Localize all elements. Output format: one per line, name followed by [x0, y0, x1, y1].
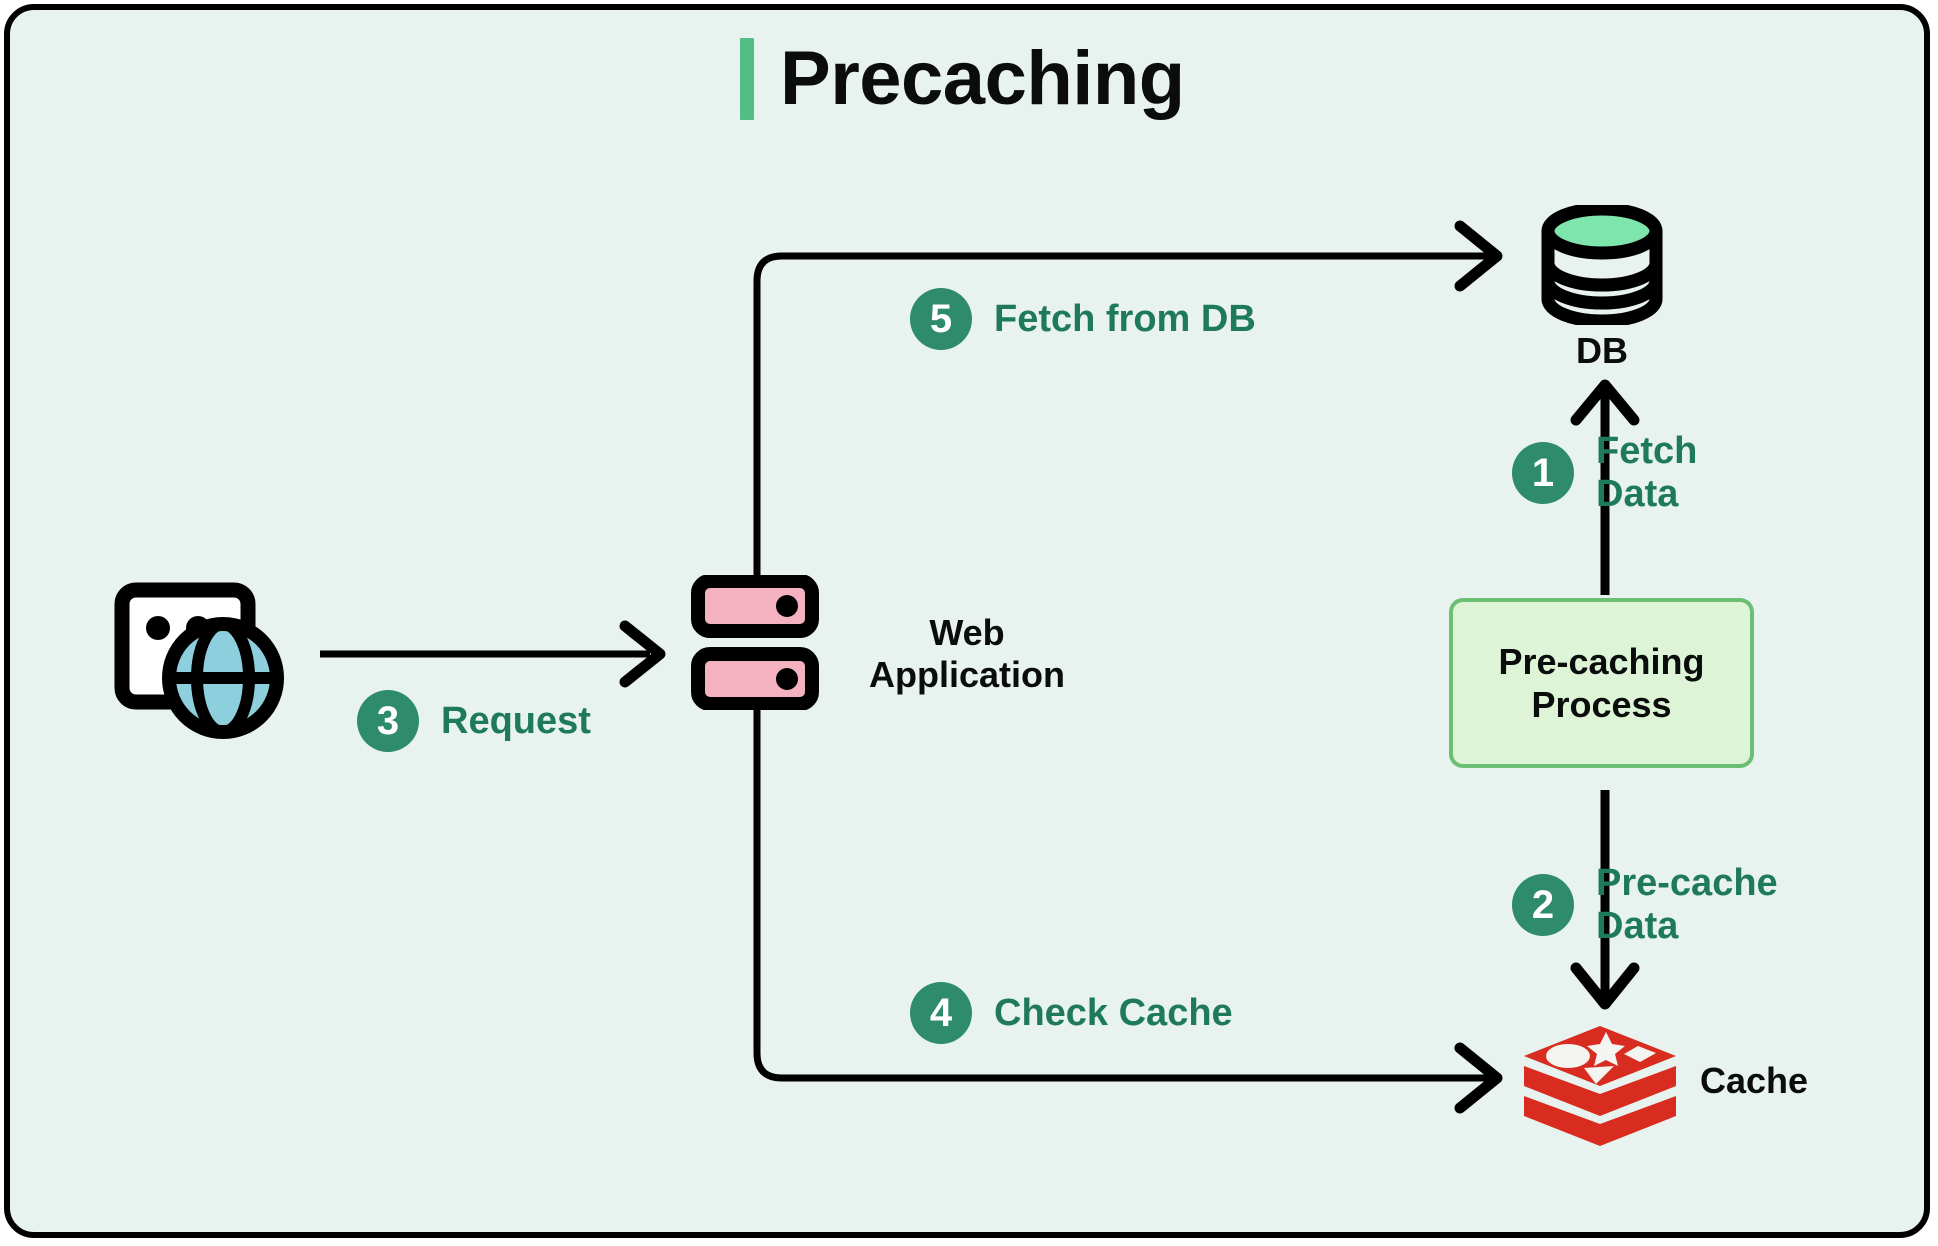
step-3-label: Request: [441, 699, 591, 742]
step-1-fetch-data: 1 Fetch Data: [1512, 430, 1697, 515]
step-2-badge: 2: [1512, 873, 1574, 936]
step-5-label: Fetch from DB: [994, 297, 1256, 340]
page-title: Precaching: [740, 38, 1185, 120]
pre-caching-process-label: Pre-caching Process: [1498, 640, 1705, 725]
step-4-label: Check Cache: [994, 991, 1233, 1034]
title-text: Precaching: [780, 36, 1185, 121]
step-3-badge: 3: [357, 690, 419, 752]
redis-cache-icon: [1520, 1020, 1680, 1148]
step-2-pre-cache-data: 2 Pre-cache Data: [1512, 862, 1778, 947]
database-label: DB: [1576, 330, 1628, 371]
step-2-label: Pre-cache Data: [1596, 862, 1778, 947]
step-5-fetch-from-db: 5 Fetch from DB: [910, 288, 1256, 350]
browser-globe-icon: [110, 580, 290, 740]
database-cylinder-icon: [1538, 202, 1666, 328]
step-4-badge: 4: [910, 982, 972, 1044]
pre-caching-process-node[interactable]: Pre-caching Process: [1449, 598, 1754, 768]
step-3-request: 3 Request: [357, 690, 591, 752]
step-5-badge: 5: [910, 288, 972, 350]
web-application-label: Web Application: [869, 612, 1065, 696]
step-1-label: Fetch Data: [1596, 430, 1698, 515]
title-accent-bar: [740, 38, 754, 120]
step-4-check-cache: 4 Check Cache: [910, 982, 1233, 1044]
server-icon: [690, 574, 820, 711]
step-1-badge: 1: [1512, 441, 1574, 504]
cache-label: Cache: [1700, 1060, 1809, 1101]
